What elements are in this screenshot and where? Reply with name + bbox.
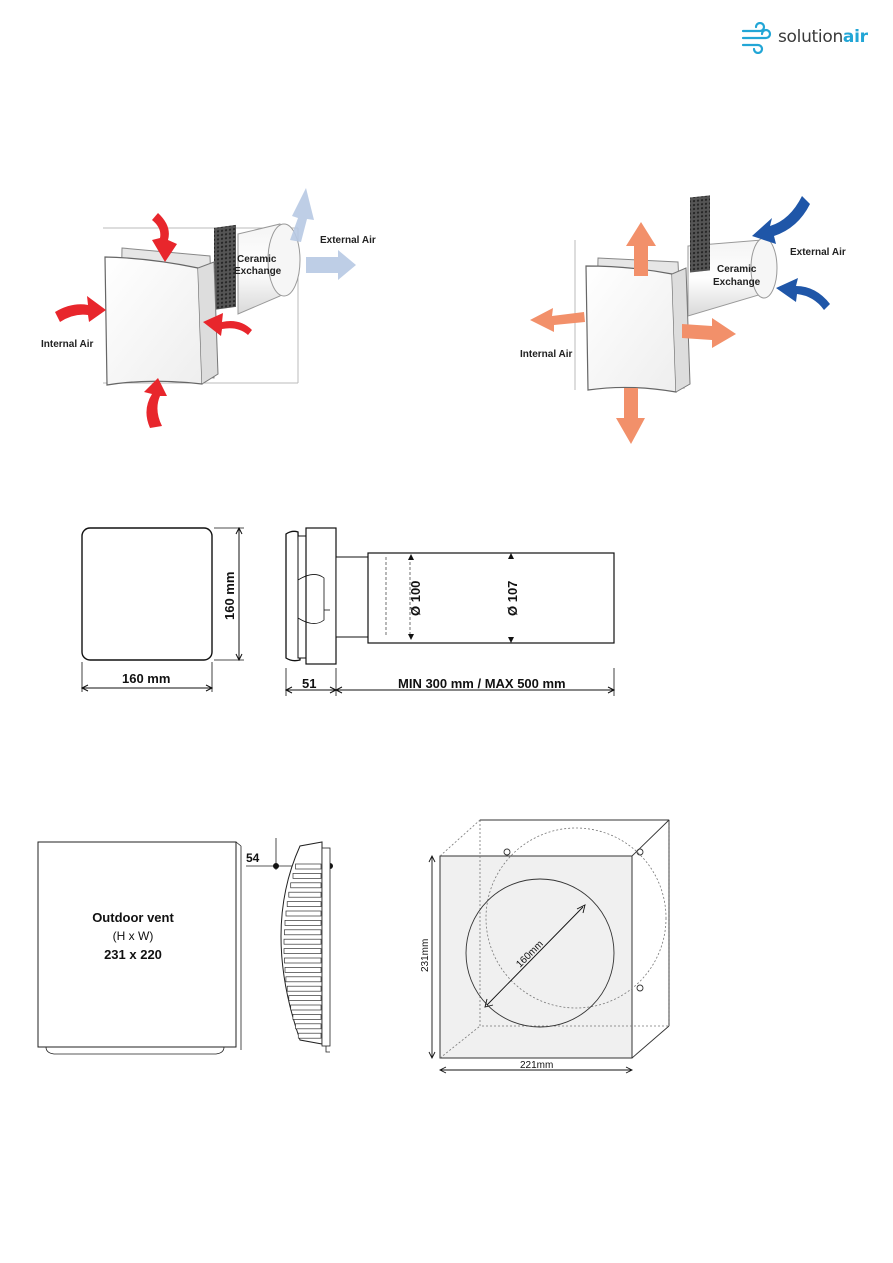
air-arrow-left-out [530, 308, 585, 332]
outdoor-vent-drawing [37, 838, 333, 1055]
brand-name-part1: solution [778, 27, 843, 47]
air-arrow-down-out [616, 388, 645, 444]
air-arrow-in-bottom [776, 278, 830, 310]
air-arrow-left [55, 296, 106, 322]
vent-slat [292, 873, 322, 879]
vent-size-label: 231 x 220 [104, 947, 162, 962]
dim-width-label: 160 mm [122, 671, 170, 686]
label-internal-air-1: Internal Air [41, 339, 94, 350]
unit-dimension-drawing [80, 526, 616, 696]
brand-name-part2: air [842, 27, 868, 47]
air-arrow-bottom [144, 378, 167, 428]
vent-slat [285, 910, 322, 917]
box-width-label: 221mm [520, 1060, 553, 1071]
vent-slat [284, 967, 322, 973]
box-height-label: 231mm [420, 939, 431, 972]
air-arrow-right [203, 313, 252, 336]
vent-slat [284, 929, 322, 936]
vent-slat [295, 863, 322, 870]
airflow-diagram-intake [103, 223, 301, 386]
vent-slat [288, 891, 322, 898]
dim-height-label: 160 mm [222, 572, 237, 620]
vent-slat [288, 995, 322, 1001]
label-exchange-1: Exchange [234, 266, 282, 277]
vent-slat [295, 1023, 322, 1030]
label-ceramic-2: Ceramic [717, 264, 757, 275]
airflow-diagram-exhaust [574, 195, 778, 393]
vent-slat [297, 1032, 322, 1039]
dim-inner-diameter-label: Ø 100 [408, 581, 423, 616]
vent-slats [283, 863, 322, 1039]
vent-slat [292, 1014, 322, 1020]
label-external-air-2: External Air [790, 247, 846, 258]
vent-title: Outdoor vent [92, 910, 174, 925]
vent-slat [284, 920, 322, 926]
dim-vent-depth-label: 54 [246, 851, 260, 865]
air-arrow-top [152, 213, 177, 262]
label-exchange-2: Exchange [713, 277, 761, 288]
vent-slat [290, 882, 322, 889]
air-arrow-in-top [752, 196, 810, 244]
air-arrow-right-out [682, 318, 736, 348]
vent-slat [286, 901, 322, 907]
vent-slat [283, 938, 322, 945]
vent-slat [290, 1004, 322, 1011]
vent-slat [285, 976, 322, 983]
label-internal-air-2: Internal Air [520, 349, 573, 360]
brand-logo: solutionair [740, 21, 870, 56]
air-arrow-out-up [290, 188, 314, 242]
vent-slat [283, 948, 322, 954]
dim-depth-label: 51 [302, 676, 316, 691]
air-arrow-out-right [306, 250, 356, 280]
vent-slat [286, 985, 322, 992]
dim-outer-diameter-label: Ø 107 [505, 581, 520, 616]
label-external-air-1: External Air [320, 235, 376, 246]
label-ceramic-1: Ceramic [237, 254, 277, 265]
mounting-box-drawing [428, 819, 670, 1074]
dim-length-label: MIN 300 mm / MAX 500 mm [398, 676, 566, 691]
wind-icon [741, 21, 772, 55]
vent-slat [284, 957, 322, 964]
air-arrow-up-out [626, 222, 656, 276]
vent-hw-label: (H x W) [113, 929, 154, 943]
